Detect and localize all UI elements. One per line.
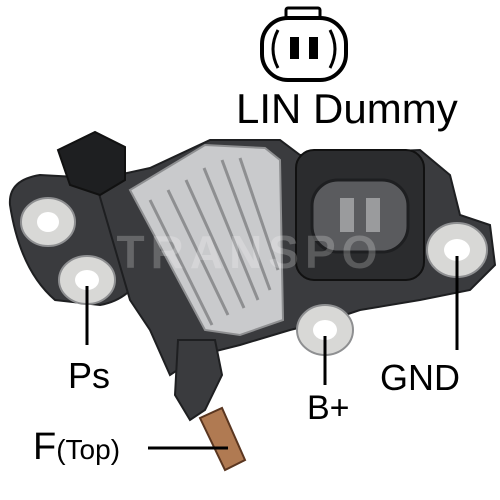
left-ring-terminal — [20, 197, 76, 247]
watermark-text: TRANSPO — [117, 226, 384, 278]
lin-dummy-label: LIN Dummy — [236, 85, 458, 132]
ps-terminal — [58, 255, 116, 305]
f-sub-label: (Top) — [56, 434, 121, 465]
b-plus-label: B+ — [307, 389, 350, 427]
connector-socket — [295, 149, 425, 281]
f-label: F — [33, 426, 57, 468]
leader-lines — [85, 256, 459, 450]
top-connector-tab — [56, 130, 126, 197]
carbon-brush — [198, 406, 247, 472]
gnd-terminal — [426, 222, 488, 278]
f-top-label: F(Top) — [33, 428, 120, 466]
heatsink-fins — [148, 157, 280, 326]
ps-label: Ps — [68, 355, 111, 396]
connector-pinout-icon — [260, 6, 348, 82]
brush-arm — [173, 339, 224, 422]
gnd-label: GND — [380, 357, 460, 398]
